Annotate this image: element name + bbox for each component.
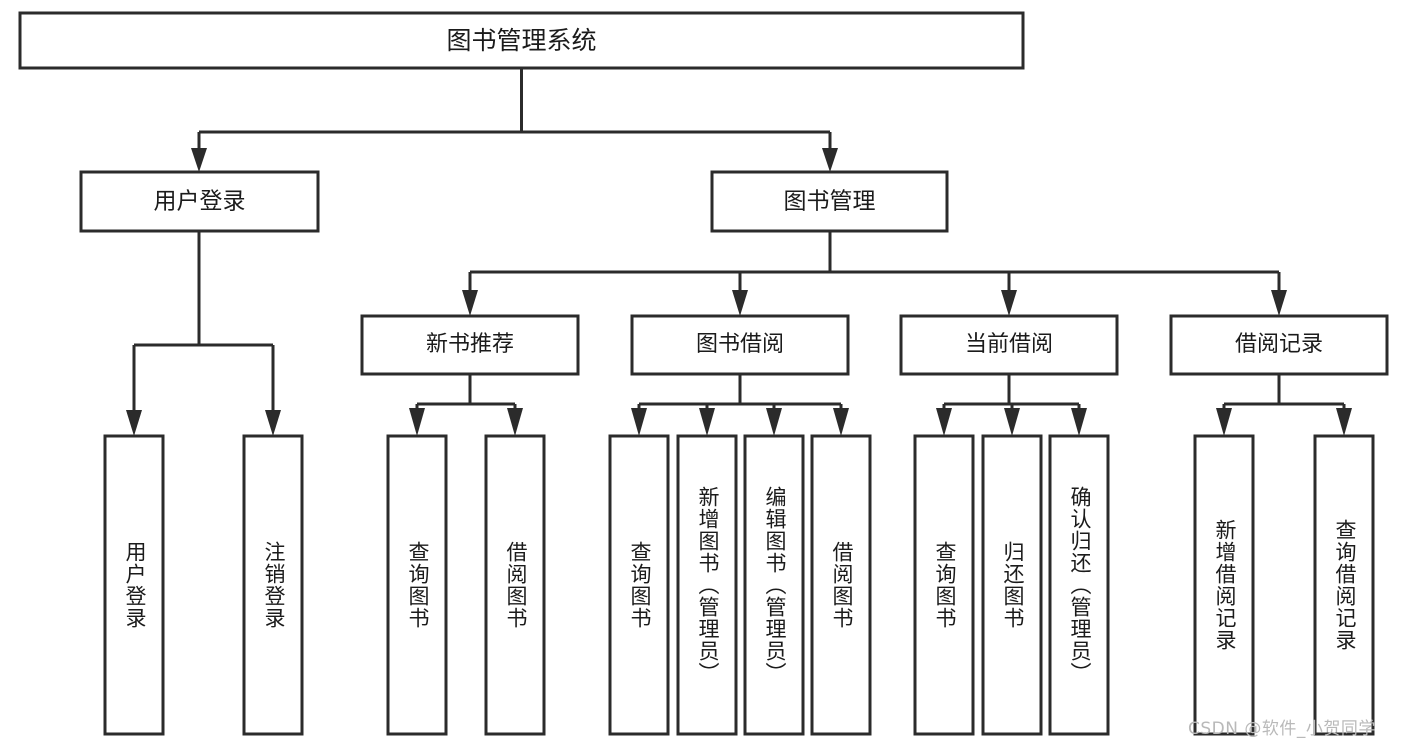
leaf-node[interactable]: 查询借阅记录 xyxy=(1313,434,1375,736)
leaf-label-bb-add-book: 新增图书（管理员） xyxy=(696,486,720,684)
arrow-leaf-logout xyxy=(265,410,281,436)
leaf-node[interactable]: 查询图书 xyxy=(608,434,670,736)
leaf-label-cb-query-book: 查询图书 xyxy=(933,541,957,629)
leaf-node[interactable]: 新增图书（管理员） xyxy=(676,434,738,736)
edge-group-book-manage xyxy=(462,231,1287,316)
leaf-label-br-query-record: 查询借阅记录 xyxy=(1333,519,1357,651)
node-current-borrow-box[interactable] xyxy=(899,314,1119,376)
leaf-box-cb-return-book[interactable] xyxy=(981,434,1043,736)
arrow-new-book xyxy=(462,290,478,316)
node-user-login[interactable]: 用户登录 xyxy=(79,170,320,233)
node-new-book-recommend[interactable]: 新书推荐 xyxy=(360,314,580,376)
node-book-manage-label: 图书管理 xyxy=(784,189,876,215)
leaf-node[interactable]: 用户登录 xyxy=(103,434,165,736)
leaf-label-br-add-record: 新增借阅记录 xyxy=(1213,519,1237,651)
node-current-borrow-label: 当前借阅 xyxy=(965,332,1053,357)
leaf-box-bb-query-book[interactable] xyxy=(608,434,670,736)
arrow-bb-2 xyxy=(699,408,715,436)
leaf-node[interactable]: 编辑图书（管理员） xyxy=(743,434,805,736)
leaf-box-logout[interactable] xyxy=(242,434,304,736)
arrow-nb-1 xyxy=(409,408,425,436)
node-borrow-record-label: 借阅记录 xyxy=(1235,332,1323,357)
arrow-bb-3 xyxy=(766,408,782,436)
arrow-book-manage xyxy=(822,148,838,172)
arrow-borrow-record xyxy=(1271,290,1287,316)
leaf-label-bb-borrow-book: 借阅图书 xyxy=(830,541,854,629)
leaf-node[interactable]: 借阅图书 xyxy=(810,434,872,736)
leaf-node[interactable]: 查询图书 xyxy=(913,434,975,736)
leaf-box-bb-borrow-book[interactable] xyxy=(810,434,872,736)
leaf-node[interactable]: 归还图书 xyxy=(981,434,1043,736)
leaf-box-cb-confirm-return[interactable] xyxy=(1048,434,1110,736)
leaf-label-nb-borrow-book: 借阅图书 xyxy=(504,541,528,629)
arrow-user-login xyxy=(191,148,207,172)
edge-group-book-borrow xyxy=(631,374,849,436)
leaf-node[interactable]: 借阅图书 xyxy=(484,434,546,736)
edge-group-user-login xyxy=(126,231,281,436)
leaf-box-bb-add-book[interactable] xyxy=(676,434,738,736)
arrow-bb-4 xyxy=(833,408,849,436)
node-book-borrow[interactable]: 图书借阅 xyxy=(630,314,850,376)
arrow-bb-1 xyxy=(631,408,647,436)
leaf-label-cb-return-book: 归还图书 xyxy=(1001,541,1025,629)
leaf-label-user-login: 用户登录 xyxy=(123,541,147,629)
node-root[interactable]: 图书管理系统 xyxy=(18,11,1025,70)
node-root-box[interactable] xyxy=(18,11,1025,70)
node-current-borrow[interactable]: 当前借阅 xyxy=(899,314,1119,376)
node-new-book-recommend-label: 新书推荐 xyxy=(426,332,514,357)
leaf-box-br-add-record[interactable] xyxy=(1193,434,1255,736)
leaf-node[interactable]: 新增借阅记录 xyxy=(1193,434,1255,736)
arrow-leaf-user-login xyxy=(126,410,142,436)
leaf-label-cb-confirm-return: 确认归还（管理员） xyxy=(1068,486,1092,684)
arrow-book-borrow xyxy=(732,290,748,316)
leaf-node[interactable]: 查询图书 xyxy=(386,434,448,736)
edge-group-root xyxy=(191,68,838,172)
node-borrow-record[interactable]: 借阅记录 xyxy=(1169,314,1389,376)
node-book-borrow-label: 图书借阅 xyxy=(696,332,784,357)
node-book-manage[interactable]: 图书管理 xyxy=(710,170,949,233)
leaf-label-bb-edit-book: 编辑图书（管理员） xyxy=(763,486,787,684)
leaf-node[interactable]: 确认归还（管理员） xyxy=(1048,434,1110,736)
leaf-label-logout: 注销登录 xyxy=(262,541,286,629)
leaf-box-br-query-record[interactable] xyxy=(1313,434,1375,736)
arrow-cb-3 xyxy=(1071,408,1087,436)
arrow-br-2 xyxy=(1336,408,1352,436)
node-book-manage-box[interactable] xyxy=(710,170,949,233)
arrow-cb-2 xyxy=(1004,408,1020,436)
arrow-cb-1 xyxy=(936,408,952,436)
leaf-box-cb-query-book[interactable] xyxy=(913,434,975,736)
leaf-label-bb-query-book: 查询图书 xyxy=(628,541,652,629)
edge-group-new-book xyxy=(409,374,523,436)
node-new-book-recommend-box[interactable] xyxy=(360,314,580,376)
arrow-br-1 xyxy=(1216,408,1232,436)
node-user-login-label: 用户登录 xyxy=(154,189,246,215)
leaf-box-bb-edit-book[interactable] xyxy=(743,434,805,736)
node-user-login-box[interactable] xyxy=(79,170,320,233)
edge-group-current-borrow xyxy=(936,374,1087,436)
node-book-borrow-box[interactable] xyxy=(630,314,850,376)
leaf-box-nb-borrow-book[interactable] xyxy=(484,434,546,736)
node-root-label: 图书管理系统 xyxy=(446,26,596,55)
leaf-box-user-login[interactable] xyxy=(103,434,165,736)
leaf-node[interactable]: 注销登录 xyxy=(242,434,304,736)
arrow-current-borrow xyxy=(1001,290,1017,316)
edge-group-borrow-record xyxy=(1216,374,1352,436)
arrow-nb-2 xyxy=(507,408,523,436)
leaf-box-nb-query-book[interactable] xyxy=(386,434,448,736)
leaf-label-nb-query-book: 查询图书 xyxy=(406,541,430,629)
node-borrow-record-box[interactable] xyxy=(1169,314,1389,376)
